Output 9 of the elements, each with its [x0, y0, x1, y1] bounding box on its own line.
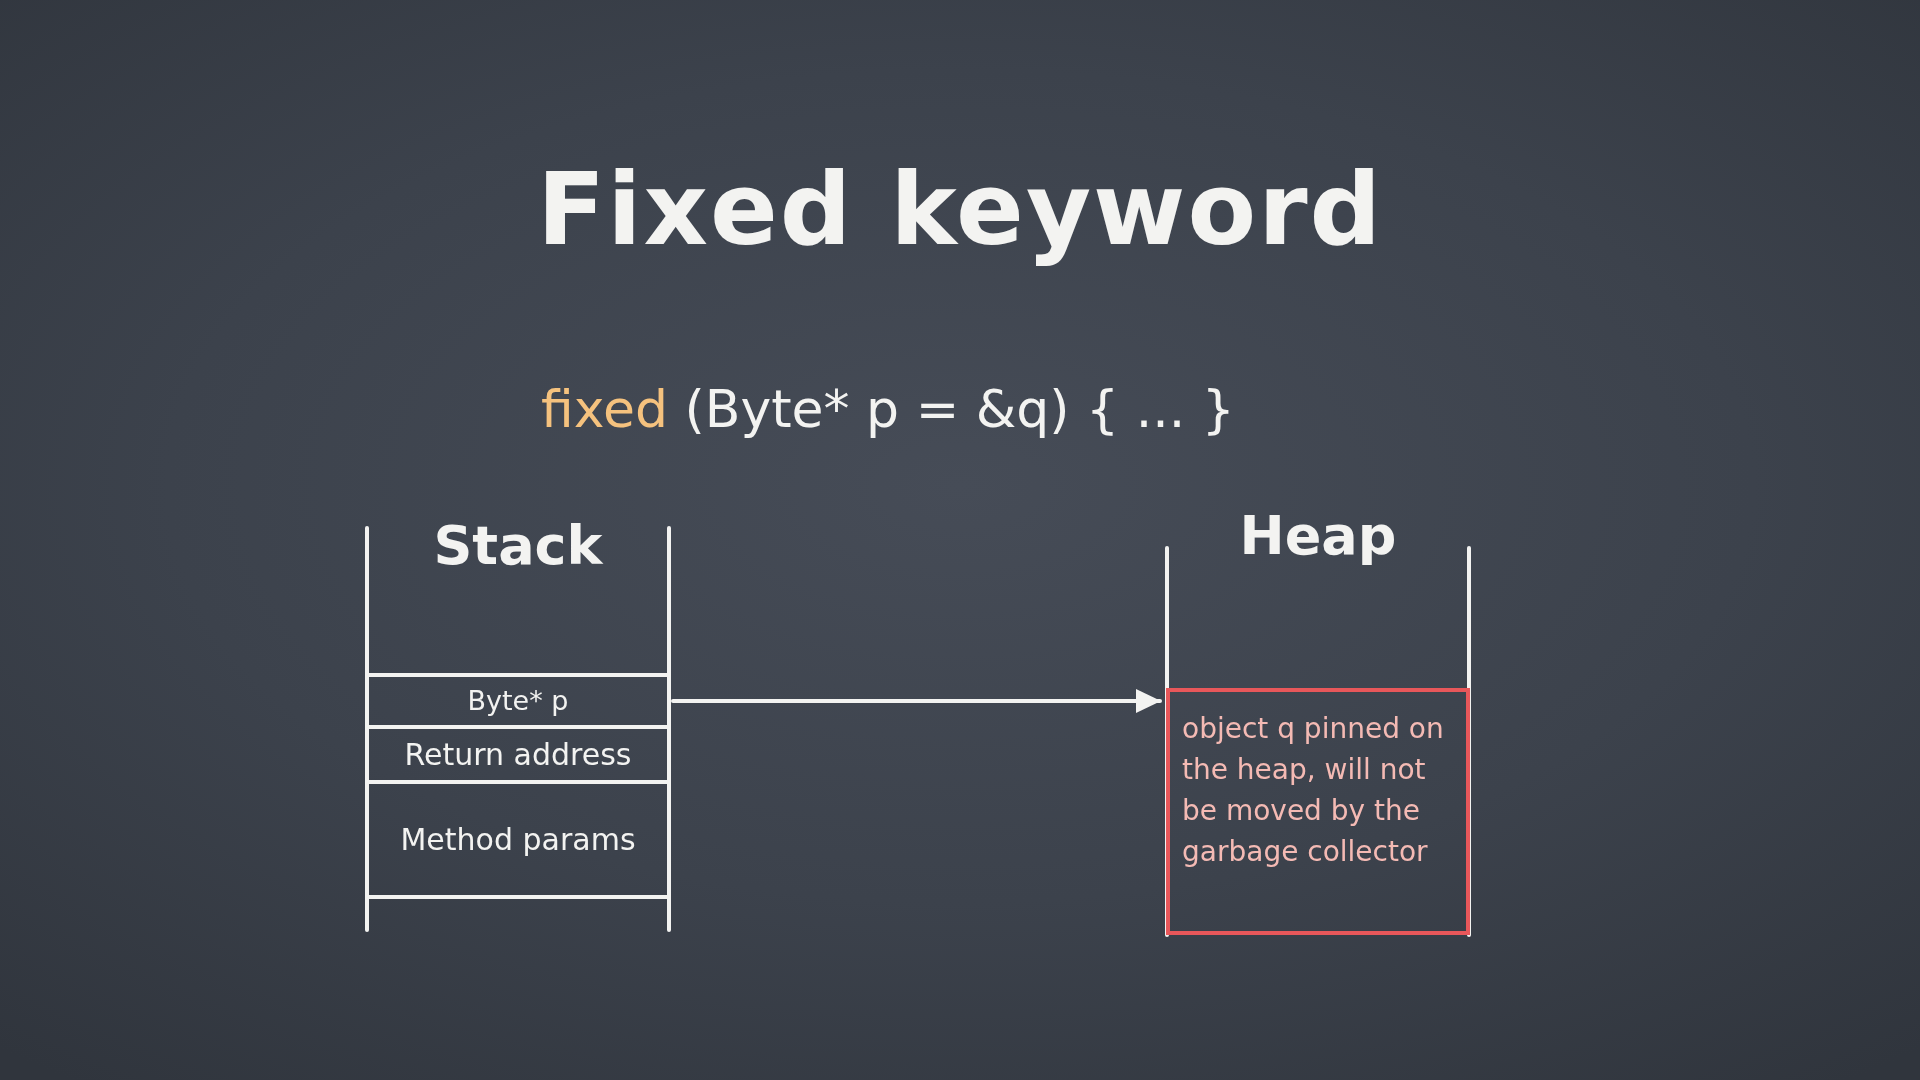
arrow	[671, 689, 1162, 713]
stack-slot: Method params	[369, 784, 667, 899]
code-line: fixed (Byte* p = &q) { ... }	[541, 378, 1235, 441]
stack-slot: Return address	[369, 729, 667, 784]
stack-slot: Byte* p	[369, 673, 667, 729]
pinned-object-box: object q pinned on the heap, will not be moved by the garbage collector	[1166, 688, 1470, 935]
heap-heading: Heap	[1239, 505, 1397, 568]
slide-title: Fixed keyword	[536, 150, 1384, 270]
stack-heading: Stack	[433, 515, 603, 578]
